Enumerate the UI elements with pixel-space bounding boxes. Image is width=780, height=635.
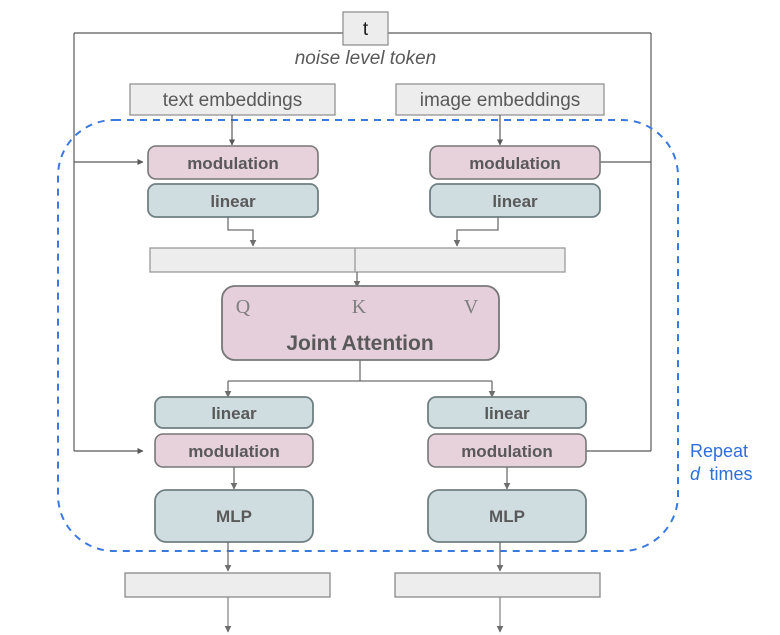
- text-embeddings-label: text embeddings: [163, 90, 302, 111]
- text-mlp-block: MLP: [154, 489, 314, 543]
- image-modulation-pre-rect: [429, 145, 601, 180]
- image-mlp-label: MLP: [489, 507, 525, 526]
- text-linear-pre-label: linear: [210, 192, 256, 211]
- image-modulation-post-block: modulation: [427, 433, 587, 468]
- text-output-bar-rect: [124, 572, 331, 598]
- image-linear-post-rect: [427, 396, 587, 429]
- input-text-embeddings: text embeddings: [129, 83, 336, 116]
- text-output-bar: [124, 572, 331, 598]
- image-linear-post-label: linear: [484, 404, 530, 423]
- image-output-bar: [394, 572, 601, 598]
- repeat-note-times: times: [709, 464, 752, 484]
- joint-attention-block: Q K V Joint Attention: [221, 285, 500, 361]
- text-linear-post-label: linear: [211, 404, 257, 423]
- text-modulation-post-block: modulation: [154, 433, 314, 468]
- image-linear-pre-label: linear: [492, 192, 538, 211]
- noise-level-caption: noise level token: [295, 48, 437, 69]
- image-mlp-block: MLP: [427, 489, 587, 543]
- text-modulation-pre-rect: [147, 145, 319, 180]
- concat-bar-rect: [149, 247, 566, 273]
- image-modulation-post-label: modulation: [461, 442, 553, 461]
- t-box-label: t: [363, 19, 369, 40]
- noise-level-token-box: t: [342, 11, 389, 46]
- text-mlp-rect: [154, 489, 314, 543]
- attention-v-label: V: [464, 296, 479, 318]
- joint-attention-label: Joint Attention: [286, 332, 433, 355]
- image-linear-pre-rect: [429, 183, 601, 218]
- image-modulation-pre-block: modulation: [429, 145, 601, 180]
- attention-q-label: Q: [236, 296, 251, 318]
- repeat-block-boundary: [57, 119, 679, 552]
- input-image-embeddings: image embeddings: [395, 83, 605, 116]
- arrow-image-linear-to-concat: [453, 217, 499, 247]
- text-linear-pre-block: linear: [147, 183, 319, 218]
- repeat-note-d: d: [690, 464, 701, 484]
- image-output-bar-rect: [394, 572, 601, 598]
- concat-bar: [149, 247, 566, 273]
- image-linear-pre-block: linear: [429, 183, 601, 218]
- attention-k-label: K: [352, 296, 367, 318]
- image-mlp-rect: [427, 489, 587, 543]
- repeat-note-line1: Repeat: [690, 441, 748, 461]
- text-linear-pre-rect: [147, 183, 319, 218]
- text-linear-post-rect: [154, 396, 314, 429]
- image-modulation-pre-label: modulation: [469, 154, 561, 173]
- text-modulation-pre-label: modulation: [187, 154, 279, 173]
- arrow-text-linear-to-concat: [227, 217, 257, 247]
- repeat-note: Repeat d times: [690, 441, 752, 484]
- image-embeddings-rect: [395, 83, 605, 116]
- text-modulation-post-label: modulation: [188, 442, 280, 461]
- text-mlp-label: MLP: [216, 507, 252, 526]
- text-linear-post-block: linear: [154, 396, 314, 429]
- repeat-note-line2: d times: [690, 464, 752, 484]
- text-modulation-pre-block: modulation: [147, 145, 319, 180]
- t-box-rect: [342, 11, 389, 46]
- image-embeddings-label: image embeddings: [420, 90, 581, 111]
- image-linear-post-block: linear: [427, 396, 587, 429]
